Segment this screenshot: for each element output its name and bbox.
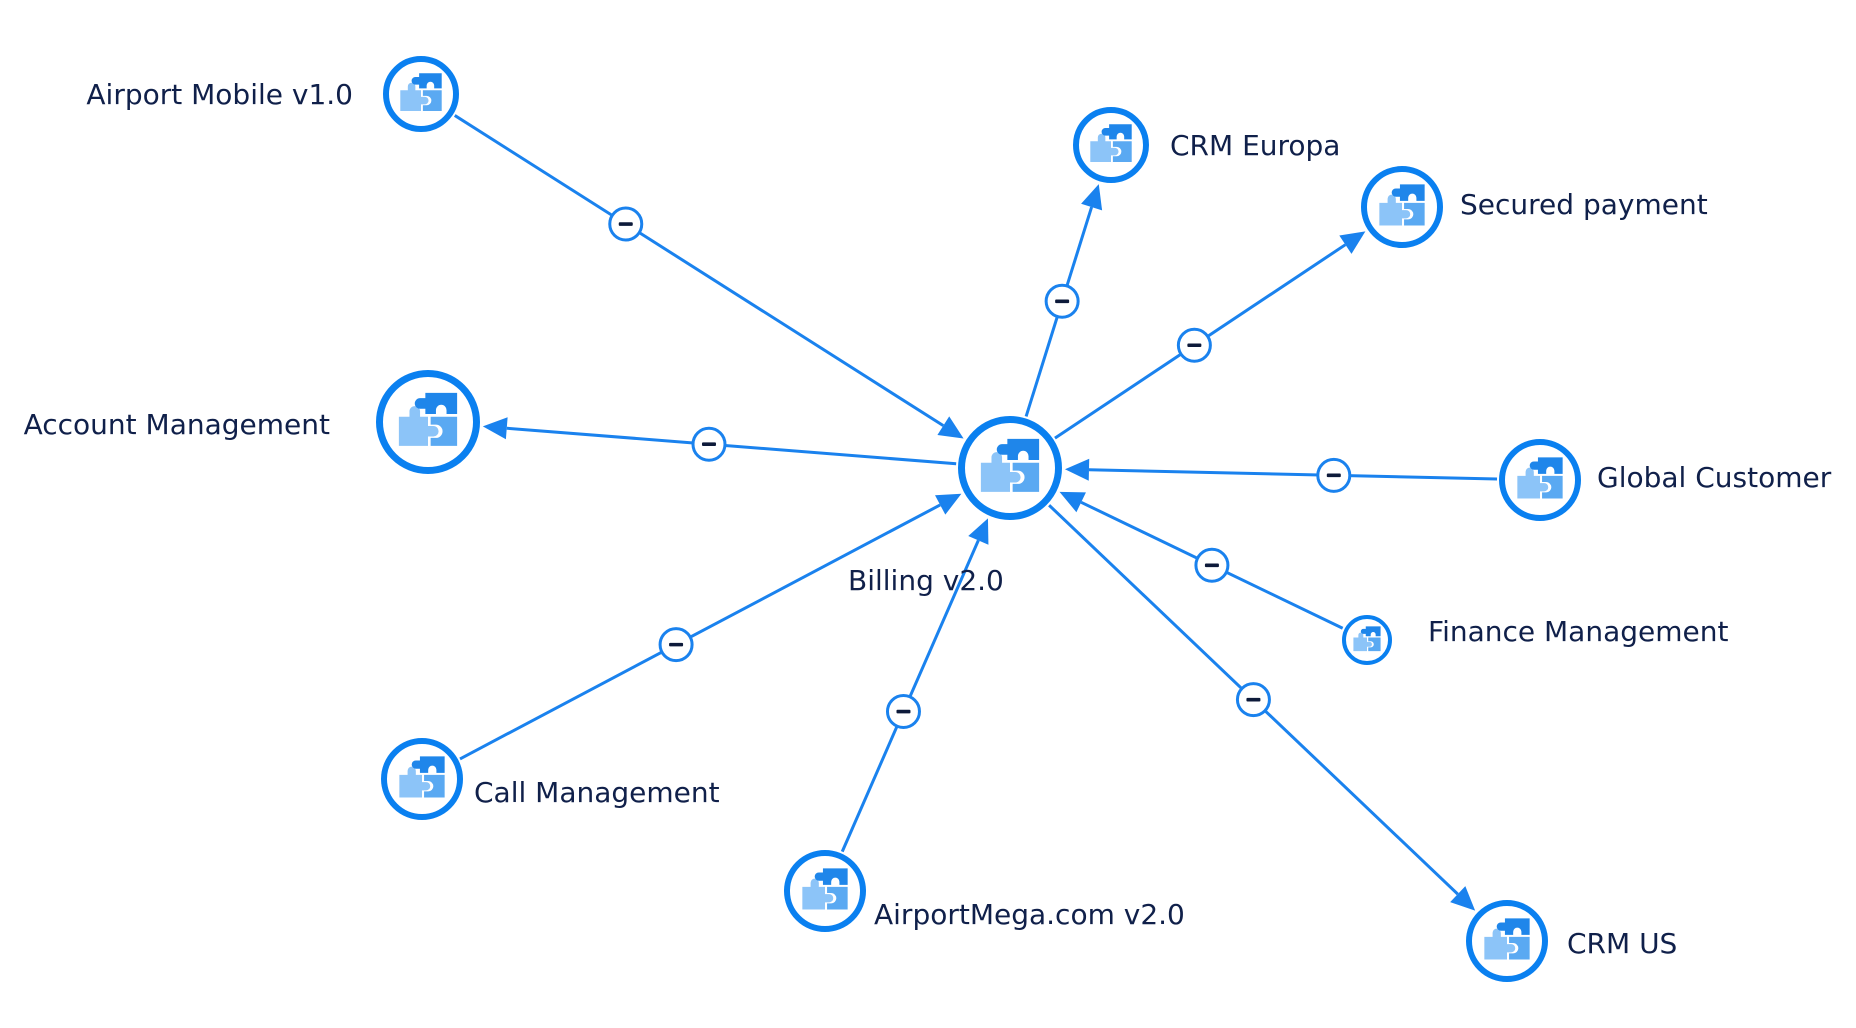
minus-icon bbox=[1055, 299, 1070, 304]
arrowhead-icon bbox=[937, 416, 964, 439]
puzzle-icon bbox=[980, 438, 1040, 492]
arrowhead-icon bbox=[935, 493, 962, 515]
puzzle-icon bbox=[1090, 124, 1132, 162]
edge-line bbox=[453, 114, 945, 427]
collapse-button[interactable] bbox=[691, 426, 727, 462]
node-secured-payment[interactable]: Secured payment bbox=[1361, 166, 1708, 248]
arrowhead-icon bbox=[968, 518, 989, 545]
node-label: Billing v2.0 bbox=[848, 564, 1004, 597]
edge-billing-to-crm-europa bbox=[1024, 184, 1103, 417]
edge-line bbox=[506, 426, 957, 466]
collapse-button[interactable] bbox=[1176, 327, 1212, 363]
node-label: CRM US bbox=[1567, 927, 1677, 960]
node-call-management[interactable]: Call Management bbox=[381, 738, 720, 820]
minus-icon bbox=[1326, 473, 1341, 478]
edge-line bbox=[459, 503, 941, 761]
edge-airportmega-to-billing bbox=[840, 518, 989, 853]
node-label: Secured payment bbox=[1460, 188, 1708, 221]
node-account-management[interactable]: Account Management bbox=[24, 370, 480, 474]
arrowhead-icon bbox=[1064, 458, 1090, 481]
collapse-button[interactable] bbox=[658, 627, 694, 663]
collapse-button[interactable] bbox=[608, 206, 644, 242]
node-label: Account Management bbox=[24, 408, 330, 441]
node-airport-mobile[interactable]: Airport Mobile v1.0 bbox=[86, 56, 459, 132]
minus-icon bbox=[1204, 563, 1219, 568]
node-airportmega[interactable]: AirportMega.com v2.0 bbox=[784, 850, 1185, 932]
arrowhead-icon bbox=[1339, 231, 1366, 254]
collapse-button[interactable] bbox=[1235, 682, 1271, 718]
edge-finance-management-to-billing bbox=[1059, 491, 1344, 630]
node-crm-europa[interactable]: CRM Europa bbox=[1073, 107, 1340, 183]
edge-billing-to-account-management bbox=[482, 417, 957, 466]
collapse-button[interactable] bbox=[1044, 283, 1080, 319]
minus-icon bbox=[1246, 697, 1261, 702]
puzzle-icon bbox=[802, 868, 848, 910]
node-label: Airport Mobile v1.0 bbox=[86, 78, 353, 111]
node-label: Global Customer bbox=[1597, 461, 1832, 494]
arrowhead-icon bbox=[482, 417, 508, 440]
edge-global-customer-to-billing bbox=[1064, 457, 1498, 493]
node-ring bbox=[1073, 107, 1149, 183]
minus-icon bbox=[618, 222, 633, 226]
minus-icon bbox=[896, 709, 911, 714]
node-ring bbox=[383, 56, 459, 132]
minus-icon bbox=[669, 642, 684, 647]
arrowhead-icon bbox=[1059, 491, 1086, 513]
edge-airport-mobile-to-billing bbox=[453, 114, 964, 439]
edges-layer bbox=[453, 114, 1498, 911]
node-finance-management[interactable]: Finance Management bbox=[1342, 615, 1728, 665]
edge-billing-to-secured-payment bbox=[1054, 231, 1366, 440]
collapse-button[interactable] bbox=[1316, 457, 1352, 493]
edge-billing-to-crm-us bbox=[1048, 504, 1476, 911]
edge-call-management-to-billing bbox=[459, 493, 962, 761]
collapse-button[interactable] bbox=[1194, 547, 1230, 583]
puzzle-icon bbox=[1353, 626, 1381, 652]
edge-line bbox=[1088, 468, 1498, 481]
node-global-customer[interactable]: Global Customer bbox=[1499, 439, 1832, 521]
collapse-button[interactable] bbox=[885, 694, 921, 730]
puzzle-icon bbox=[400, 73, 442, 111]
node-crm-us[interactable]: CRM US bbox=[1466, 900, 1677, 982]
node-billing[interactable]: Billing v2.0 bbox=[848, 416, 1062, 598]
node-label: CRM Europa bbox=[1170, 129, 1340, 162]
minus-icon bbox=[701, 442, 716, 447]
minus-icon bbox=[1187, 343, 1202, 348]
node-label: AirportMega.com v2.0 bbox=[874, 898, 1185, 931]
node-label: Call Management bbox=[474, 776, 720, 809]
arrowhead-icon bbox=[1081, 184, 1103, 211]
node-label: Finance Management bbox=[1428, 615, 1728, 648]
arrowhead-icon bbox=[1450, 886, 1476, 911]
node-ring bbox=[958, 416, 1062, 520]
